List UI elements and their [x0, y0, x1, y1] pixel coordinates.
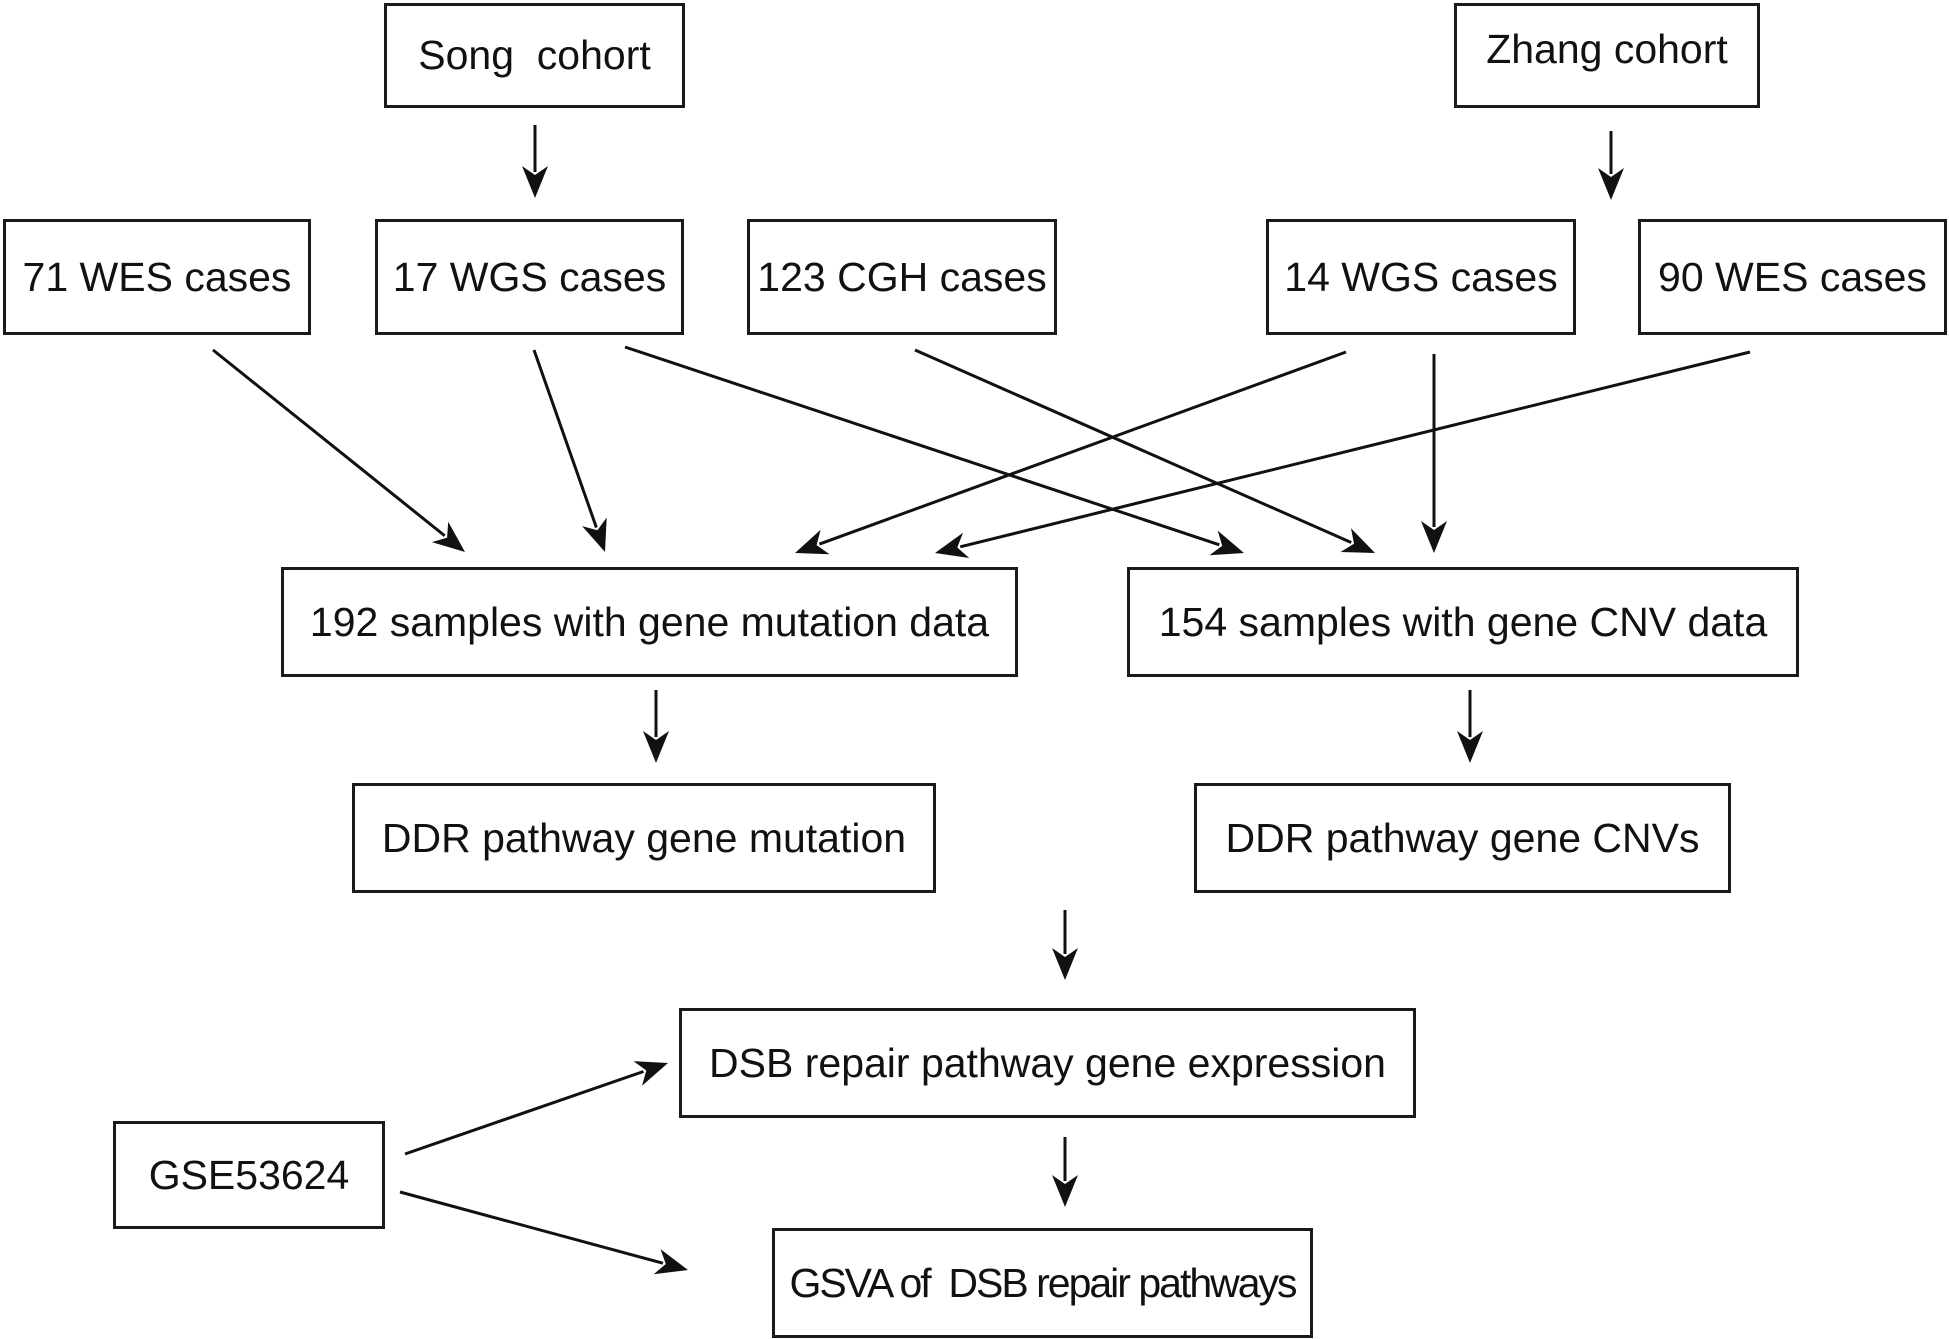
cgh-123-node: 123 CGH cases [747, 219, 1057, 335]
arrow-line-3 [532, 349, 598, 528]
gse-label: GSE53624 [148, 1151, 350, 1198]
ddr-cnv-node: DDR pathway gene CNVs [1194, 783, 1731, 893]
arrow-line-13 [404, 1070, 644, 1156]
dsb-expression-node: DSB repair pathway gene expression [679, 1008, 1416, 1118]
song-cohort-node: Song cohort [384, 3, 685, 108]
arrow-head-6 [795, 529, 830, 555]
wgs-14-label: 14 WGS cases [1284, 253, 1558, 300]
arrow-head-7 [1421, 521, 1447, 553]
wes-71-node: 71 WES cases [3, 219, 311, 335]
arrow-line-8 [959, 350, 1751, 549]
wgs-14-node: 14 WGS cases [1266, 219, 1576, 335]
gsva-node: GSVA of DSB repair pathways [772, 1228, 1313, 1338]
wes-71-label: 71 WES cases [22, 253, 292, 300]
arrow-head-3 [582, 517, 607, 552]
gsva-label: GSVA of DSB repair pathways [789, 1259, 1297, 1306]
arrow-line-6 [818, 350, 1347, 546]
wgs-17-label: 17 WGS cases [392, 253, 667, 300]
cnv-samples-node: 154 samples with gene CNV data [1127, 567, 1799, 677]
wgs-17-node: 17 WGS cases [375, 219, 684, 335]
arrow-head-13 [633, 1061, 668, 1086]
dsb-expression-label: DSB repair pathway gene expression [709, 1039, 1386, 1086]
arrow-head-4 [1209, 530, 1244, 556]
arrow-head-14 [653, 1249, 688, 1275]
arrow-head-10 [1457, 731, 1483, 763]
zhang-cohort-label: Zhang cohort [1486, 26, 1728, 72]
arrow-head-5 [1340, 528, 1375, 553]
mutation-samples-label: 192 samples with gene mutation data [309, 598, 990, 645]
mutation-samples-node: 192 samples with gene mutation data [281, 567, 1018, 677]
song-cohort-label: Song cohort [418, 32, 651, 78]
arrow-head-9 [643, 731, 669, 763]
cnv-samples-label: 154 samples with gene CNV data [1158, 598, 1768, 645]
arrow-head-11 [1052, 948, 1078, 980]
arrow-line-2 [212, 348, 446, 537]
arrow-head-1 [1598, 168, 1624, 200]
gse-node: GSE53624 [113, 1121, 385, 1229]
arrow-line-5 [914, 348, 1352, 544]
arrow-head-2 [431, 521, 465, 552]
ddr-mutation-node: DDR pathway gene mutation [352, 783, 936, 893]
cgh-123-label: 123 CGH cases [757, 253, 1047, 300]
arrow-head-0 [522, 166, 548, 198]
arrow-line-4 [624, 345, 1220, 547]
arrow-line-14 [399, 1190, 664, 1265]
ddr-cnv-label: DDR pathway gene CNVs [1225, 814, 1700, 861]
arrow-head-8 [935, 532, 970, 558]
wes-90-node: 90 WES cases [1638, 219, 1947, 335]
ddr-mutation-label: DDR pathway gene mutation [381, 814, 907, 861]
wes-90-label: 90 WES cases [1658, 253, 1927, 300]
zhang-cohort-node: Zhang cohort [1454, 3, 1760, 108]
arrow-head-12 [1052, 1175, 1078, 1207]
